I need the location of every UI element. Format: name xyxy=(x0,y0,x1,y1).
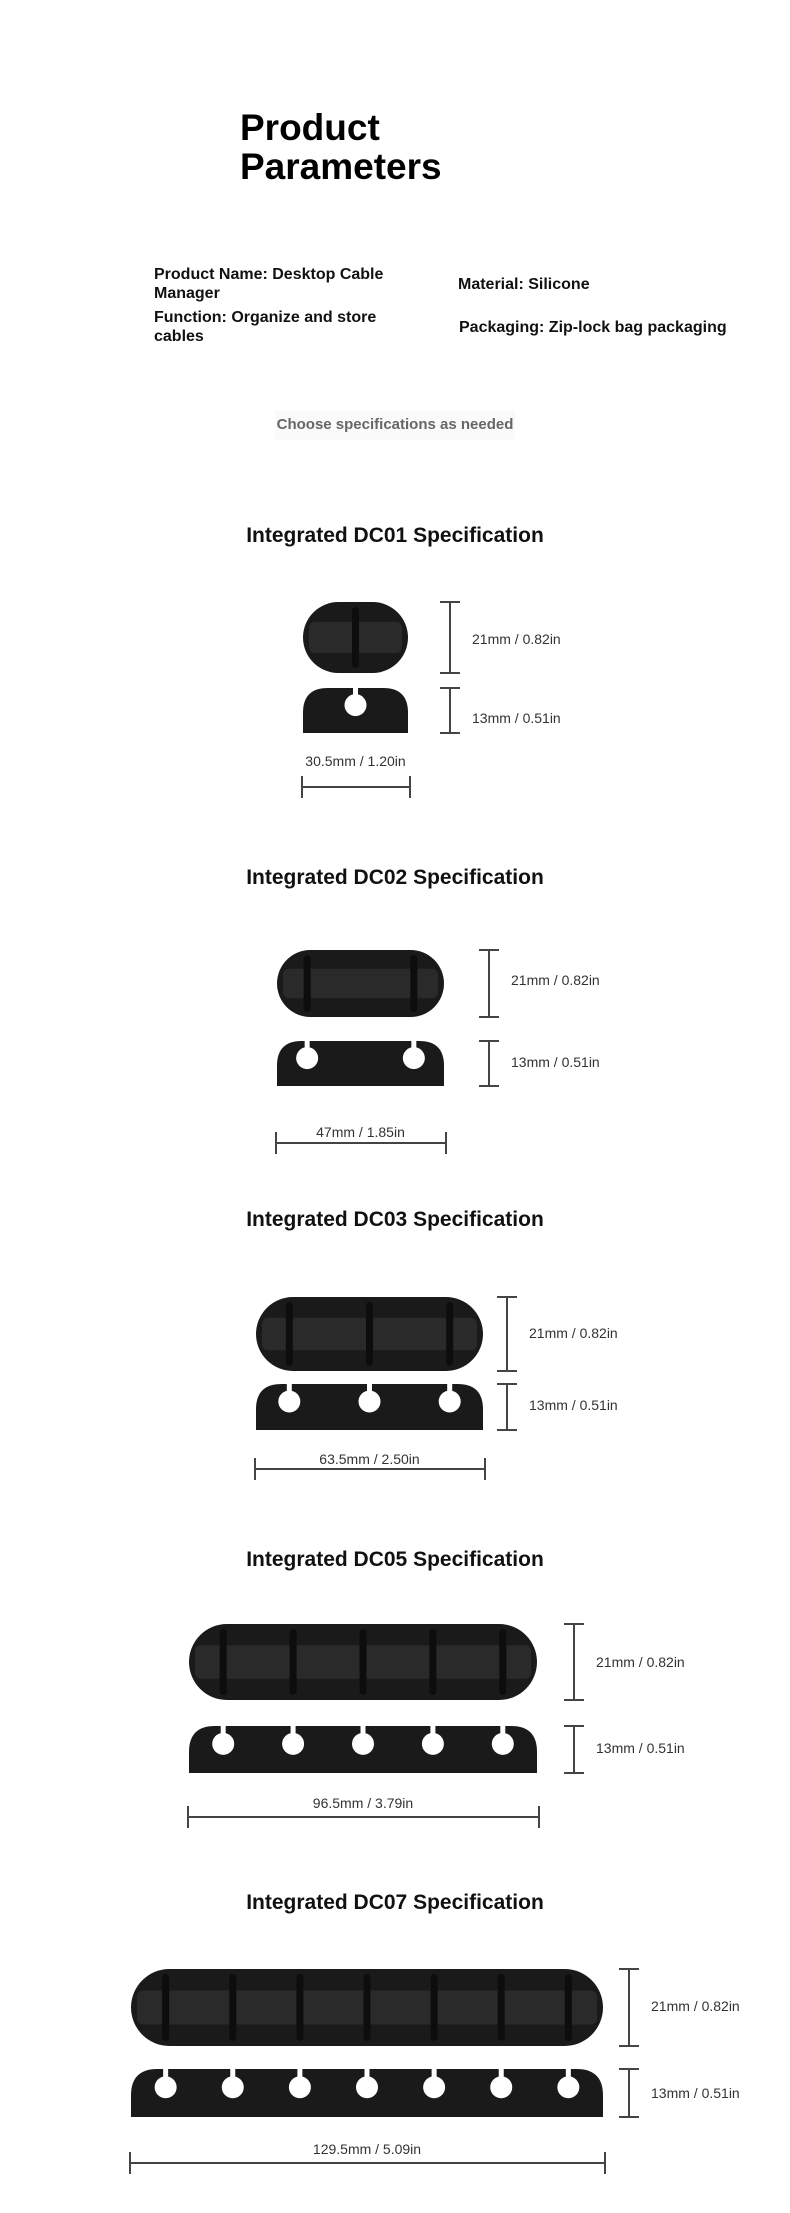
top-view-divider xyxy=(363,1974,371,2041)
cable-slot-opening xyxy=(364,2068,370,2078)
height-dimension-label: 21mm / 0.82in xyxy=(529,1325,618,1341)
spec-material: Material: Silicone xyxy=(458,276,590,293)
top-view-divider xyxy=(289,1629,297,1695)
top-view-divider xyxy=(366,1302,373,1366)
width-dimension-label: 47mm / 1.85in xyxy=(316,1124,405,1140)
top-view-divider xyxy=(446,1302,454,1366)
top-view-divider xyxy=(564,1974,572,2041)
cable-slot-opening xyxy=(220,1725,226,1735)
cable-slot-hole xyxy=(221,2076,244,2099)
top-view-divider xyxy=(219,1629,227,1695)
top-view-channel xyxy=(283,968,438,999)
cable-slot-hole xyxy=(282,1732,305,1755)
top-view-divider xyxy=(359,1629,367,1695)
top-view-divider xyxy=(352,607,359,668)
depth-dimension-label: 13mm / 0.51in xyxy=(596,1740,685,1756)
cable-slot-hole xyxy=(490,2076,513,2099)
section-title: Integrated DC07 Specification xyxy=(246,1891,544,1914)
depth-dimension-label: 13mm / 0.51in xyxy=(529,1397,618,1413)
cable-slot-opening xyxy=(431,2068,437,2078)
cable-slot-hole xyxy=(278,1390,301,1413)
width-dimension-label: 63.5mm / 2.50in xyxy=(319,1451,420,1467)
top-view-divider xyxy=(162,1974,170,2041)
section-title: Integrated DC02 Specification xyxy=(246,866,544,889)
spec-product-name: Product Name: Desktop Cable Manager xyxy=(154,266,384,302)
width-dimension-label: 96.5mm / 3.79in xyxy=(312,1795,414,1811)
cable-slot-hole xyxy=(423,2076,446,2099)
depth-dimension-label: 13mm / 0.51in xyxy=(472,710,561,726)
top-view-divider xyxy=(410,955,418,1012)
cable-slot-opening xyxy=(290,1725,296,1735)
cable-slot-opening xyxy=(447,1383,453,1393)
cable-slot-opening xyxy=(411,1040,417,1049)
cable-slot-opening xyxy=(286,1383,292,1393)
top-view-divider xyxy=(229,1974,237,2041)
cable-slot-opening xyxy=(565,2068,571,2078)
height-dimension-label: 21mm / 0.82in xyxy=(596,1654,685,1670)
spec-function: Function: Organize and store cables xyxy=(154,309,377,345)
top-view-divider xyxy=(430,1974,438,2041)
cable-slot-hole xyxy=(356,2076,378,2099)
cable-slot-opening xyxy=(304,1040,310,1049)
cable-slot-hole xyxy=(154,2076,177,2099)
spec-packaging: Packaging: Zip-lock bag packaging xyxy=(459,319,727,336)
section-title: Integrated DC01 Specification xyxy=(246,524,544,547)
side-view-piece xyxy=(277,1041,444,1086)
top-view-divider xyxy=(285,1302,293,1366)
cable-slot-hole xyxy=(352,1732,374,1755)
page-title: Product Parameters xyxy=(240,108,442,186)
height-dimension-label: 21mm / 0.82in xyxy=(511,972,600,988)
cable-slot-opening xyxy=(353,687,358,696)
cable-slot-hole xyxy=(344,694,367,717)
cable-slot-hole xyxy=(491,1732,514,1755)
top-view-divider xyxy=(303,955,311,1012)
top-view-divider xyxy=(296,1974,304,2041)
choose-specifications-label: Choose specifications as needed xyxy=(275,410,515,440)
top-view-divider xyxy=(497,1974,505,2041)
height-dimension-label: 21mm / 0.82in xyxy=(472,631,561,647)
section-title: Integrated DC05 Specification xyxy=(246,1548,544,1571)
cable-slot-hole xyxy=(438,1390,461,1413)
title-line-1: Product xyxy=(240,107,380,148)
cable-slot-opening xyxy=(430,1725,436,1735)
cable-slot-hole xyxy=(557,2076,580,2099)
cable-slot-opening xyxy=(360,1725,366,1735)
width-dimension-label: 30.5mm / 1.20in xyxy=(305,753,406,769)
cable-slot-opening xyxy=(297,2068,303,2078)
width-dimension-label: 129.5mm / 5.09in xyxy=(312,2141,422,2157)
cable-slot-opening xyxy=(163,2068,169,2078)
title-line-2: Parameters xyxy=(240,146,442,187)
cable-slot-opening xyxy=(230,2068,236,2078)
cable-slot-hole xyxy=(421,1732,444,1755)
cable-slot-opening xyxy=(500,1725,506,1735)
cable-slot-hole xyxy=(402,1047,425,1070)
top-view-divider xyxy=(499,1629,507,1695)
cable-slot-hole xyxy=(212,1732,235,1755)
cable-slot-opening xyxy=(498,2068,504,2078)
depth-dimension-label: 13mm / 0.51in xyxy=(651,2085,740,2101)
cable-slot-hole xyxy=(296,1047,319,1070)
cable-slot-opening xyxy=(367,1383,372,1393)
height-dimension-label: 21mm / 0.82in xyxy=(651,1998,740,2014)
depth-dimension-label: 13mm / 0.51in xyxy=(511,1054,600,1070)
top-view-divider xyxy=(429,1629,437,1695)
cable-slot-hole xyxy=(288,2076,311,2099)
cable-slot-hole xyxy=(358,1390,381,1413)
section-title: Integrated DC03 Specification xyxy=(246,1208,544,1231)
